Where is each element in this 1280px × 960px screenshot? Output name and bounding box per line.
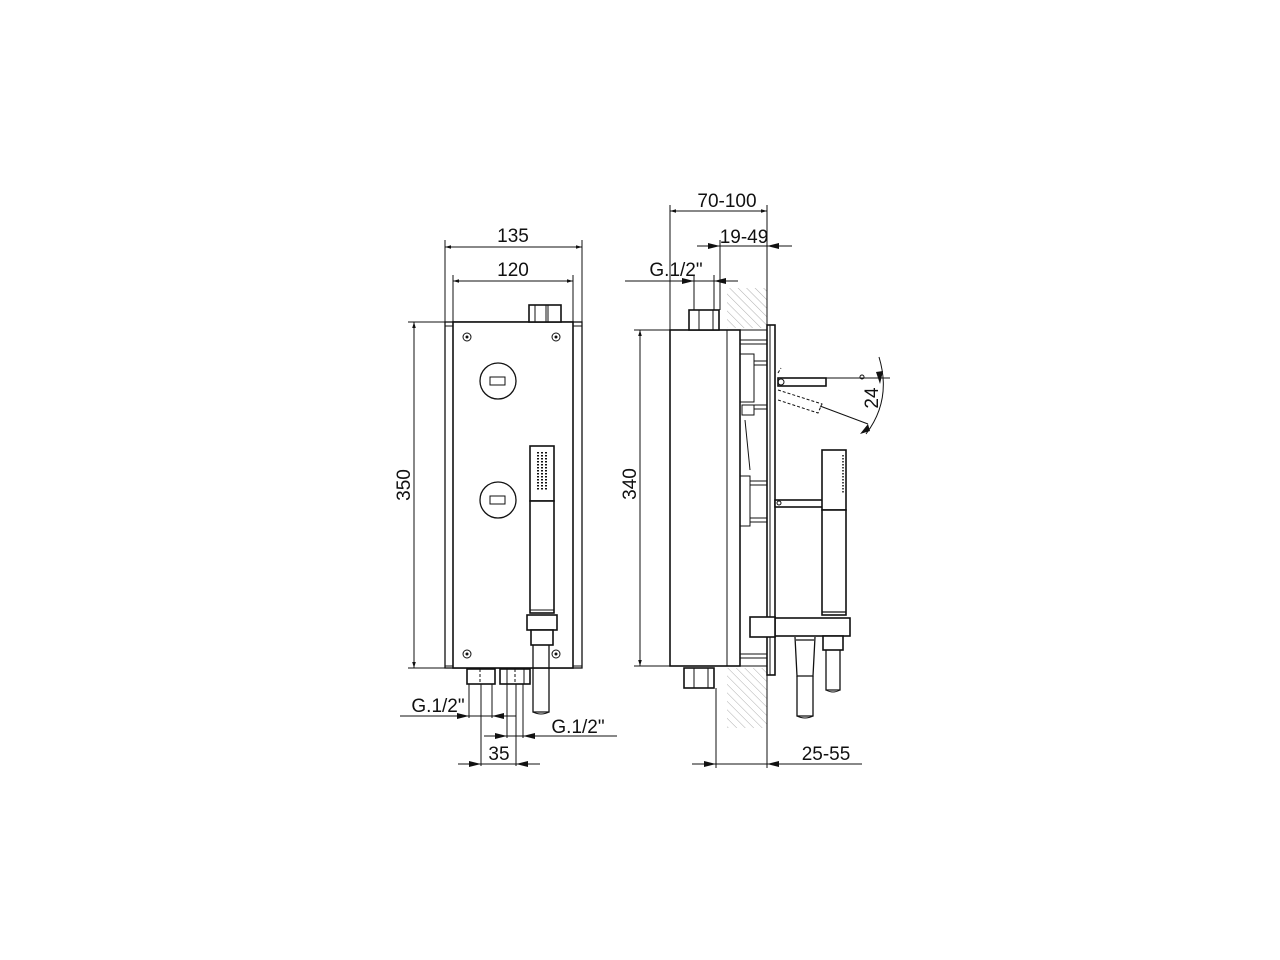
side-body-box: [669, 329, 741, 667]
internal-mechanism: [739, 339, 768, 659]
dimension-plate-width: 120: [452, 260, 574, 322]
dimension-body-height: 340: [620, 329, 670, 667]
dimension-overall-width: 135: [444, 226, 583, 322]
left-rail: [444, 325, 454, 667]
hand-shower: [526, 445, 558, 715]
side-view: 24 70-100: [620, 191, 890, 768]
mounting-screw-icon: [462, 649, 472, 659]
front-view: 135 120 350 G.1/2": [394, 226, 617, 767]
dim-label-24: 24: [862, 387, 883, 409]
wall-section-hatch-bottom: [727, 668, 767, 728]
dimension-height: 350: [394, 321, 453, 669]
dimension-wall-offset: 25-55: [692, 675, 862, 768]
lever-handle: 24: [777, 356, 890, 435]
dim-label-inlet-right: G.1/2": [551, 717, 604, 738]
dim-label-inlet-left: G.1/2": [411, 696, 464, 717]
side-bottom-inlet: [683, 667, 715, 689]
dim-label-70-100: 70-100: [697, 191, 756, 212]
wall-section-hatch-top: [727, 288, 767, 328]
spray-holes: [537, 452, 547, 490]
dim-label-top-outlet: G.1/2": [649, 260, 702, 281]
dim-label-35: 35: [488, 744, 509, 765]
dim-label-25-55: 25-55: [802, 744, 851, 765]
right-rail: [572, 325, 583, 667]
dim-label-340: 340: [620, 468, 641, 500]
dimension-total-depth: 70-100: [669, 191, 768, 330]
dimension-inlet-right: G.1/2": [484, 684, 617, 739]
dim-label-120: 120: [497, 260, 529, 281]
top-outlet-fitting: [528, 304, 562, 323]
dimension-top-outlet: G.1/2": [625, 260, 738, 310]
mounting-screw-icon: [551, 649, 561, 659]
dimension-inlet-left: G.1/2": [400, 684, 516, 719]
control-knob-upper: [479, 362, 517, 400]
dimension-inlet-spacing: 35: [458, 684, 540, 767]
side-top-outlet: [688, 309, 720, 331]
dim-label-350: 350: [394, 469, 415, 501]
dim-label-135: 135: [497, 226, 529, 247]
side-hand-shower: [749, 449, 851, 719]
bottom-inlets: [466, 668, 531, 685]
mounting-screw-icon: [462, 332, 472, 342]
control-knob-lower: [479, 481, 517, 519]
mounting-screw-icon: [551, 332, 561, 342]
dim-label-19-49: 19-49: [720, 227, 769, 248]
dimension-adjustable-depth: 19-49: [697, 227, 792, 310]
